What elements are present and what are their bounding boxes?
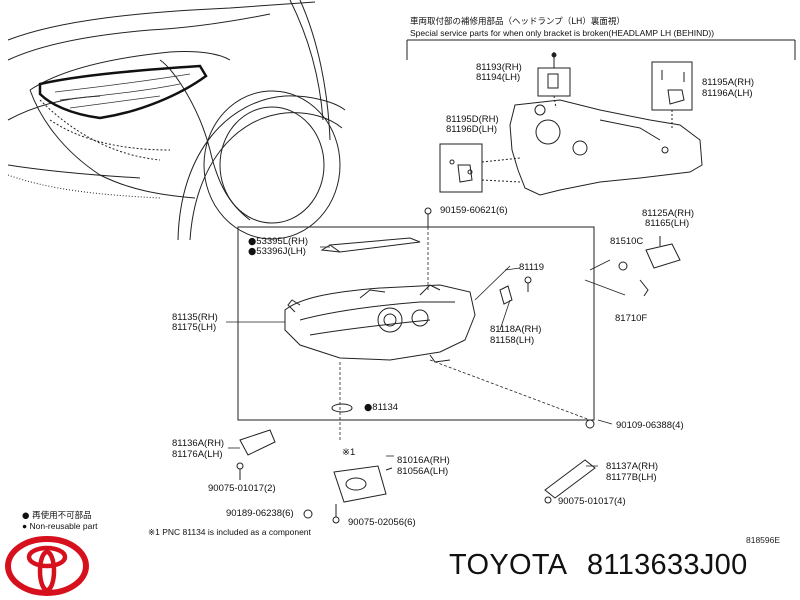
- part-number: 8113633J00: [587, 549, 748, 581]
- label-81193: 81193(RH): [476, 62, 522, 73]
- car-front-illustration: [7, 0, 346, 241]
- label-81165: 81165(LH): [645, 218, 690, 229]
- label-81125A: 81125A(RH): [642, 208, 695, 219]
- label-81710F: 81710F: [615, 313, 648, 324]
- legend-nonreusable-jp: ● 再使用不可部品: [22, 511, 92, 521]
- main-assembly-box: [237, 226, 595, 421]
- label-asterisk: ※1: [342, 447, 356, 458]
- label-90109: 90109-06388(4): [616, 420, 684, 431]
- label-81137A: 81137A(RH): [606, 461, 659, 472]
- bracket-81136A: [236, 429, 276, 480]
- bracket-inset-81195D: [439, 143, 521, 193]
- label-81119: 81119: [519, 262, 545, 273]
- label-81196A: 81196A(LH): [702, 88, 753, 99]
- label-90159: 90159-60621(6): [440, 205, 508, 216]
- label-90075-a: 90075-01017(2): [208, 483, 276, 494]
- label-53396J: ●53396J(LH): [248, 246, 306, 257]
- label-81175: 81175(LH): [172, 322, 217, 333]
- bracket-inset-81195A: [651, 61, 693, 128]
- gasket-81134: [331, 403, 353, 413]
- label-81016A: 81016A(RH): [397, 455, 450, 466]
- headlamp-assembly: [284, 284, 476, 363]
- legend-note: ※1 PNC 81134 is included as a component: [148, 527, 311, 537]
- label-81135: 81135(RH): [172, 312, 218, 323]
- label-90189: 90189-06238(6): [226, 508, 294, 519]
- socket-parts: [499, 276, 532, 305]
- label-81195D: 81195D(RH): [446, 114, 499, 125]
- label-81136A: 81136A(RH): [172, 438, 225, 449]
- bracket-81137A: [544, 459, 596, 504]
- legend-nonreusable-en: ● Non-reusable part: [22, 521, 98, 531]
- label-81056A: 81056A(LH): [397, 466, 449, 477]
- label-53395L-text: 53395L(RH): [256, 236, 309, 247]
- ballast-81016A: [333, 465, 393, 503]
- header-title-en: Special service parts for when only brac…: [410, 28, 715, 38]
- label-81510C: 81510C: [610, 236, 644, 247]
- label-81194: 81194(LH): [476, 72, 521, 83]
- label-81177B: 81177B(LH): [606, 472, 657, 483]
- label-81196D: 81196D(LH): [446, 124, 498, 135]
- label-81195A: 81195A(RH): [702, 77, 755, 88]
- label-81176A: 81176A(LH): [172, 449, 223, 460]
- toyota-logo: [5, 536, 89, 596]
- module-81125A: [618, 236, 681, 297]
- label-90075-b: 90075-01017(4): [558, 496, 626, 507]
- label-53395L: ●53395L(RH): [248, 236, 309, 247]
- label-90075-c: 90075-02056(6): [348, 517, 416, 528]
- bracket-inset-81193: [537, 52, 571, 109]
- headlamp-on-car: [38, 64, 208, 120]
- label-81158: 81158(LH): [490, 335, 535, 346]
- brand-name: TOYOTA: [449, 549, 568, 581]
- moulding-strip: [320, 237, 421, 253]
- header-title-jp: 車両取付部の補修用部品（ヘッドランプ（LH）裏面視）: [410, 17, 625, 27]
- service-parts-box: [406, 39, 796, 60]
- label-81134-text: 81134: [372, 402, 399, 413]
- label-81134: ●81134: [364, 402, 399, 413]
- label-81118A: 81118A(RH): [490, 324, 542, 335]
- diagram-code: 818596E: [746, 535, 781, 545]
- label-53396J-text: 53396J(LH): [256, 246, 306, 257]
- headlamp-rear-housing: [509, 99, 703, 196]
